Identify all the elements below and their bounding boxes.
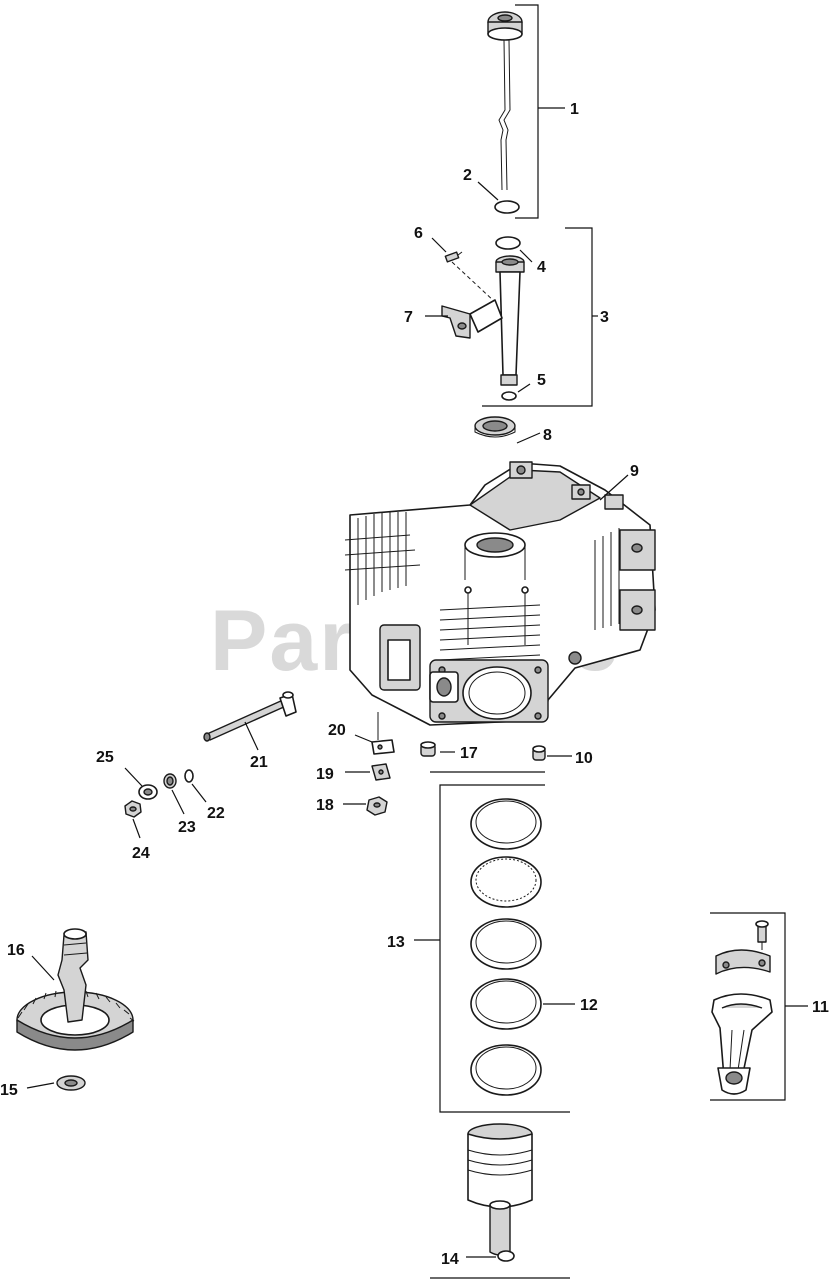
callout-7[interactable]: 7 — [404, 309, 413, 326]
callout-14[interactable]: 14 — [441, 1251, 459, 1268]
callout-10[interactable]: 10 — [575, 750, 593, 767]
dipstick-part[interactable] — [487, 11, 523, 191]
dipstick-tube[interactable] — [495, 255, 525, 386]
nut-24[interactable] — [124, 800, 142, 818]
callout-8[interactable]: 8 — [543, 427, 552, 444]
callout-16[interactable]: 16 — [7, 942, 25, 959]
callout-4[interactable]: 4 — [537, 259, 546, 276]
nut-18[interactable] — [366, 796, 388, 816]
governor-shaft-21[interactable] — [203, 691, 297, 742]
camshaft-16[interactable] — [16, 928, 135, 1051]
piston-rings[interactable] — [470, 798, 542, 1096]
o-ring-5[interactable] — [501, 391, 517, 401]
connecting-rod-11[interactable] — [711, 920, 773, 1095]
clip-19[interactable] — [371, 763, 391, 781]
callout-23[interactable]: 23 — [178, 819, 196, 836]
callout-25[interactable]: 25 — [96, 749, 114, 766]
plate-20[interactable] — [371, 739, 395, 755]
callout-6[interactable]: 6 — [414, 225, 423, 242]
callout-21[interactable]: 21 — [250, 754, 268, 771]
bracket-7[interactable] — [441, 299, 503, 339]
screw-6[interactable] — [444, 251, 463, 263]
o-ring-2[interactable] — [494, 200, 520, 214]
callout-18[interactable]: 18 — [316, 797, 334, 814]
retainer-14[interactable] — [497, 1250, 515, 1262]
callout-9[interactable]: 9 — [630, 463, 639, 480]
callout-13[interactable]: 13 — [387, 934, 405, 951]
shim-15[interactable] — [56, 1075, 86, 1091]
callout-12[interactable]: 12 — [580, 997, 598, 1014]
callout-5[interactable]: 5 — [537, 372, 546, 389]
callout-20[interactable]: 20 — [328, 722, 346, 739]
callout-2[interactable]: 2 — [463, 167, 472, 184]
crankcase-9[interactable] — [344, 461, 656, 726]
oil-seal-8[interactable] — [474, 416, 516, 438]
callout-15[interactable]: 15 — [0, 1082, 18, 1099]
callout-1[interactable]: 1 — [570, 101, 579, 118]
plug-17[interactable] — [420, 741, 436, 757]
callout-3[interactable]: 3 — [600, 309, 609, 326]
piston[interactable] — [467, 1123, 533, 1256]
bushing-23[interactable] — [163, 773, 177, 789]
callout-19[interactable]: 19 — [316, 766, 334, 783]
dowel-pin-10[interactable] — [532, 745, 546, 761]
callout-22[interactable]: 22 — [207, 805, 225, 822]
callout-11[interactable]: 11 — [812, 999, 829, 1016]
callout-24[interactable]: 24 — [132, 845, 150, 862]
o-ring-22[interactable] — [184, 769, 194, 783]
o-ring-4[interactable] — [495, 236, 521, 250]
callout-17[interactable]: 17 — [460, 745, 478, 762]
